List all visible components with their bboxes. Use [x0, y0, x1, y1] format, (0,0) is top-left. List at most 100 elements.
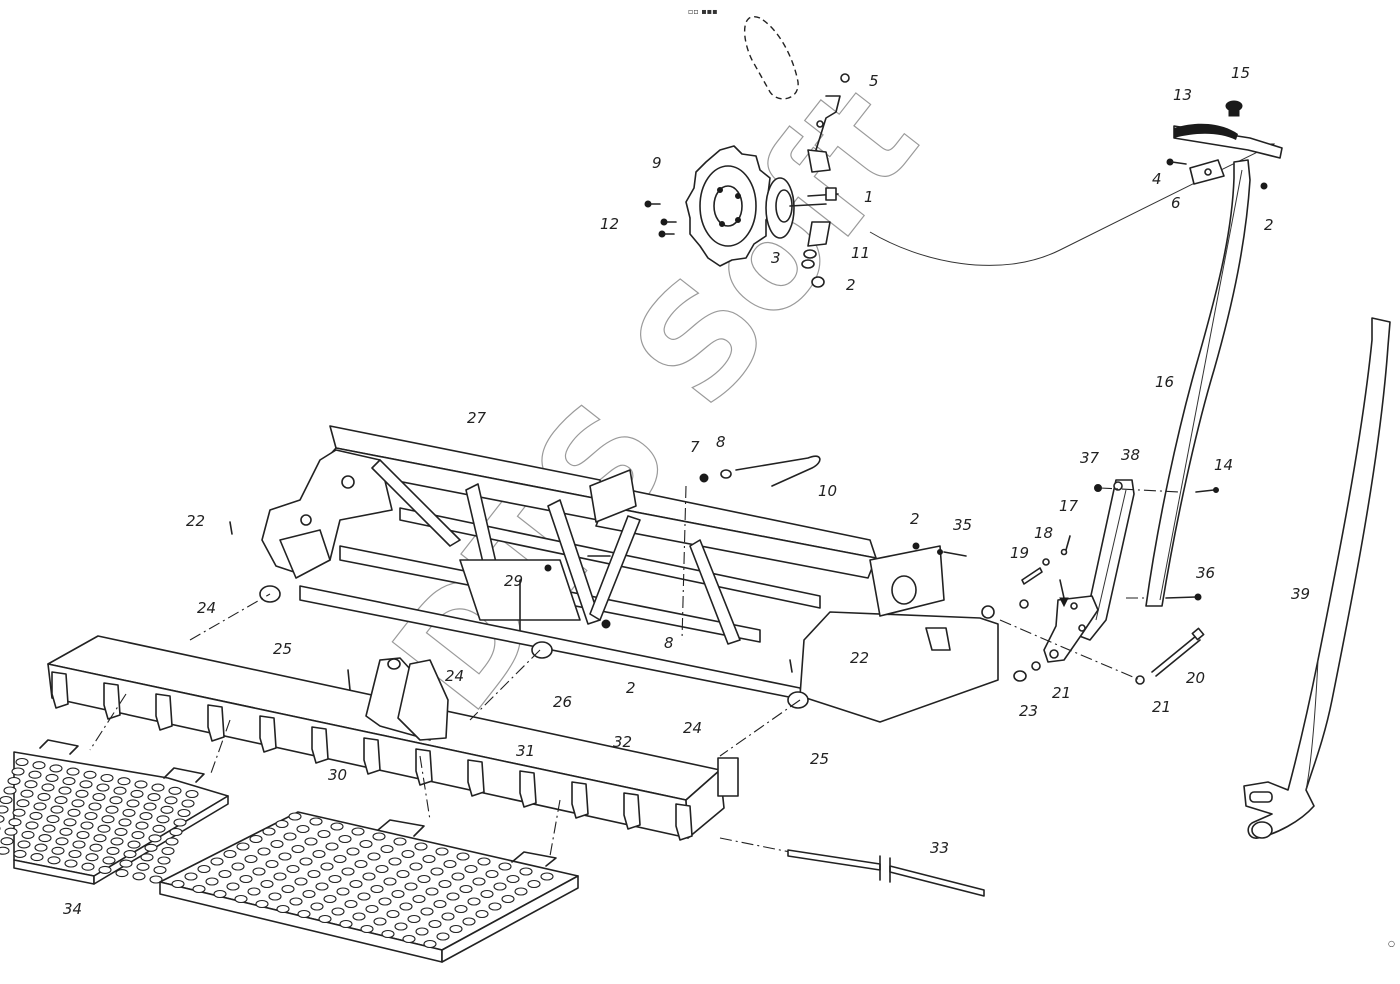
grate-hole — [423, 939, 437, 949]
grate-hole — [109, 796, 123, 805]
grate-hole — [47, 856, 61, 865]
grate-hole — [105, 805, 119, 814]
grate-hole — [151, 783, 165, 792]
grate-hole — [302, 889, 316, 899]
grate-hole — [239, 874, 253, 884]
side-bracket — [1013, 479, 1205, 685]
grate-hole — [85, 853, 99, 862]
grate-hole — [260, 879, 274, 889]
grate-plate-left — [0, 739, 229, 885]
callout-c39: 39 — [1291, 585, 1310, 603]
grate-hole — [414, 842, 428, 851]
grate-hole — [80, 821, 94, 830]
grate-hole — [393, 837, 407, 846]
grate-hole — [540, 872, 554, 881]
grate-hole — [365, 904, 379, 914]
grate-hole — [312, 849, 326, 859]
grate-hole — [527, 879, 541, 889]
callout-c21a: 21 — [1052, 684, 1071, 702]
grate-hole — [135, 821, 149, 830]
bolts-12 — [644, 200, 677, 238]
grate-hole — [0, 805, 9, 814]
grate-hole — [485, 869, 499, 879]
grate-hole — [143, 802, 157, 811]
grate-hole — [152, 824, 166, 833]
grate-hole — [488, 902, 502, 911]
grate-hole — [12, 808, 26, 817]
grate-hole — [262, 827, 276, 836]
grate-hole — [72, 840, 86, 849]
grate-hole — [310, 902, 324, 911]
grate-hole — [156, 815, 170, 824]
grate-hole — [257, 847, 271, 856]
callout-c22b: 22 — [850, 649, 869, 667]
grate-hole — [140, 853, 154, 862]
grate-hole — [164, 796, 178, 805]
grate-hole — [270, 839, 284, 849]
grate-hole — [197, 864, 211, 874]
grate-hole — [276, 904, 290, 914]
grate-hole — [519, 867, 533, 876]
grate-hole — [184, 872, 198, 881]
grate-hole — [281, 884, 295, 894]
callout-c29: 29 — [504, 572, 523, 590]
grate-hole — [15, 757, 29, 767]
callout-c21b: 21 — [1152, 698, 1171, 716]
corner-mark: ○ — [1388, 939, 1395, 948]
bracket-1 — [807, 149, 831, 173]
lug — [51, 671, 69, 709]
grate-hole — [63, 818, 77, 827]
grate-hole — [144, 843, 158, 852]
grate-hole — [336, 887, 350, 896]
grate-hole — [130, 789, 144, 798]
grate-hole — [46, 815, 60, 824]
callout-c37: 37 — [1080, 449, 1100, 467]
lug — [623, 792, 641, 830]
grate-hole — [13, 849, 27, 858]
grate-hole — [88, 802, 102, 811]
grate-hole — [477, 857, 491, 866]
callout-c24c: 24 — [683, 719, 702, 737]
callout-c4: 4 — [1152, 170, 1162, 188]
grate-hole — [181, 799, 195, 808]
grate-hole — [338, 834, 352, 844]
grate-hole — [118, 818, 132, 827]
grate-hole — [17, 840, 31, 849]
callout-c7: 7 — [690, 438, 700, 456]
grate-hole — [409, 862, 423, 871]
callout-c32: 32 — [613, 733, 632, 751]
stand-39 — [1243, 317, 1391, 839]
callout-c8a: 8 — [716, 433, 726, 451]
grate-hole — [339, 919, 353, 929]
grate-hole — [360, 924, 374, 934]
grate-hole — [51, 846, 65, 855]
grate-hole — [367, 852, 381, 861]
dashed-belt — [743, 15, 799, 100]
grate-hole — [307, 869, 321, 879]
grate-hole — [33, 802, 47, 811]
right-gearbox — [799, 611, 999, 723]
grate-hole — [67, 808, 81, 817]
grate-hole — [37, 792, 51, 801]
grate-hole — [354, 859, 368, 869]
grate-hole — [8, 818, 22, 827]
grate-hole — [357, 892, 371, 901]
grate-hole — [288, 812, 302, 821]
grate-hole — [147, 793, 161, 802]
grate-hole — [346, 847, 360, 856]
grate-hole — [359, 839, 373, 849]
grate-hole — [7, 776, 21, 786]
grate-hole — [333, 854, 347, 864]
grate-hole — [430, 867, 444, 876]
grate-hole — [132, 872, 146, 881]
grate-hole — [467, 897, 481, 906]
grate-hole — [100, 773, 114, 783]
grate-hole — [249, 834, 263, 844]
grate-hole — [234, 894, 248, 904]
callout-c36: 36 — [1196, 564, 1215, 582]
grate-hole — [101, 815, 115, 824]
grate-hole — [352, 912, 366, 921]
grate-hole — [34, 843, 48, 852]
callout-c35: 35 — [953, 516, 972, 534]
callout-c17: 17 — [1059, 497, 1079, 515]
